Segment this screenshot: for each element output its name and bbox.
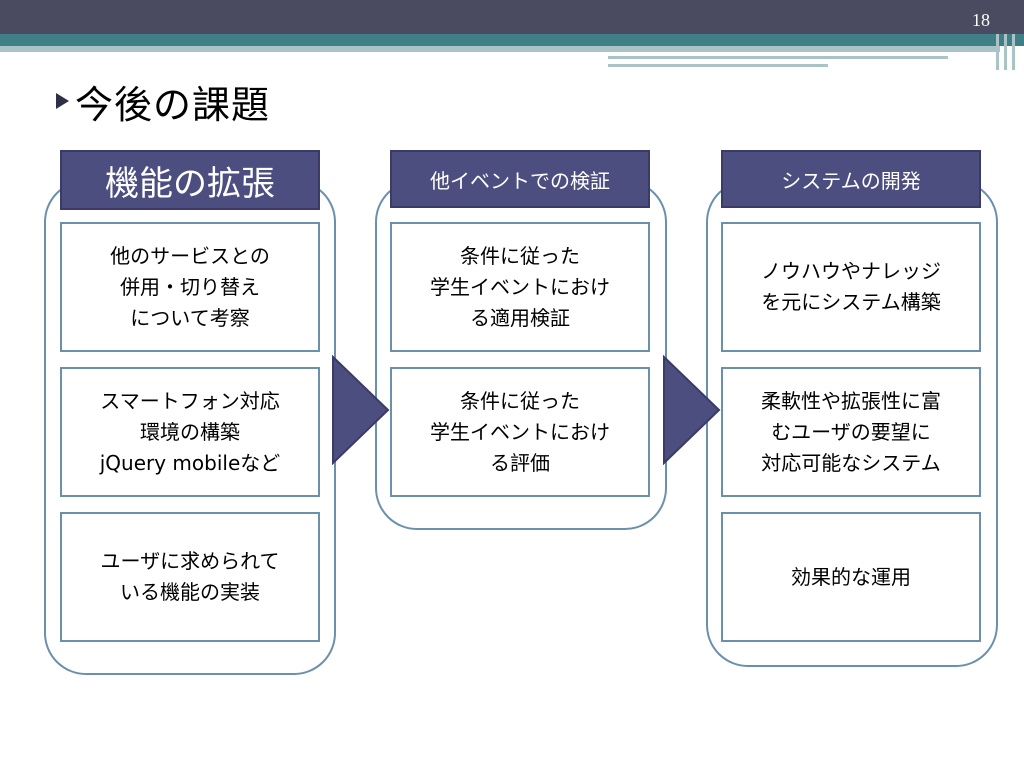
- item-text: 他のサービスとの 併用・切り替え について考察: [110, 243, 270, 330]
- column-header: 他イベントでの検証: [390, 150, 650, 208]
- item-box: スマートフォン対応 環境の構築 jQuery mobileなど: [60, 367, 320, 497]
- header-band: [0, 0, 1024, 34]
- title-text: 今後の課題: [75, 82, 271, 127]
- header-light-band: [0, 46, 1000, 52]
- right-arrow-icon: [663, 355, 721, 465]
- decor-line: [608, 64, 828, 67]
- column-header: システムの開発: [721, 150, 981, 208]
- item-box: 他のサービスとの 併用・切り替え について考察: [60, 222, 320, 352]
- header-accent-band: [0, 34, 1024, 46]
- page-number: 18: [972, 10, 990, 30]
- decor-bar: [1004, 34, 1007, 70]
- item-text: 柔軟性や拡張性に富 むユーザの要望に 対応可能なシステム: [761, 388, 941, 475]
- item-box: 条件に従った 学生イベントにおけ る適用検証: [390, 222, 650, 352]
- decor-bar: [1012, 34, 1015, 70]
- item-box: ノウハウやナレッジ を元にシステム構築: [721, 222, 981, 352]
- item-box: ユーザに求められて いる機能の実装: [60, 512, 320, 642]
- decor-line: [608, 56, 948, 59]
- item-text: ノウハウやナレッジ を元にシステム構築: [761, 259, 941, 314]
- right-arrow-icon: [332, 355, 390, 465]
- item-box: 柔軟性や拡張性に富 むユーザの要望に 対応可能なシステム: [721, 367, 981, 497]
- item-text: 効果的な運用: [791, 564, 911, 589]
- column-header: 機能の拡張: [60, 150, 320, 210]
- item-text: 条件に従った 学生イベントにおけ る適用検証: [430, 243, 610, 330]
- item-box: 効果的な運用: [721, 512, 981, 642]
- item-text: スマートフォン対応 環境の構築 jQuery mobileなど: [99, 388, 281, 475]
- decor-bar: [996, 34, 999, 70]
- item-text: ユーザに求められて いる機能の実装: [100, 549, 280, 604]
- bullet-triangle-icon: [56, 93, 69, 109]
- item-text: 条件に従った 学生イベントにおけ る評価: [430, 388, 610, 475]
- item-box: 条件に従った 学生イベントにおけ る評価: [390, 367, 650, 497]
- slide-title: 今後の課題: [56, 74, 270, 128]
